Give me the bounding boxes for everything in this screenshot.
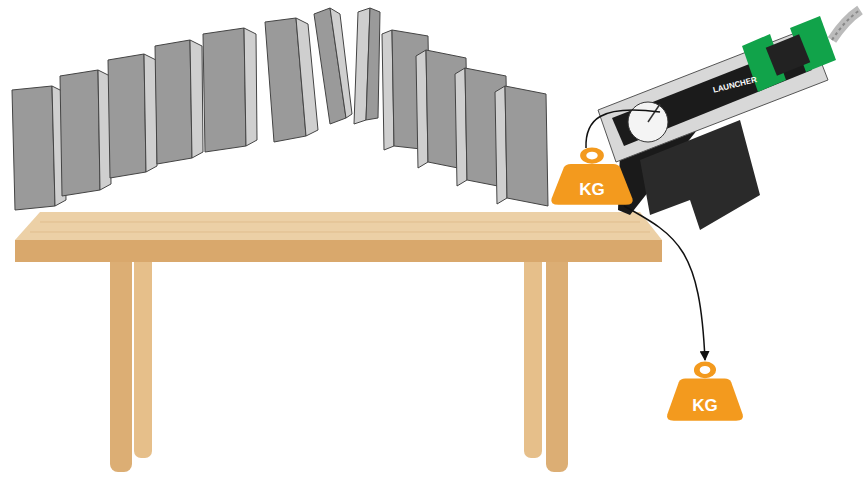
weight-label: KG (548, 180, 636, 200)
drop-arrow (624, 206, 705, 360)
table (15, 212, 662, 472)
weight: KG (548, 146, 636, 206)
weight-label: KG (664, 396, 746, 416)
dominoes (12, 8, 548, 210)
weight: KG (664, 360, 746, 422)
